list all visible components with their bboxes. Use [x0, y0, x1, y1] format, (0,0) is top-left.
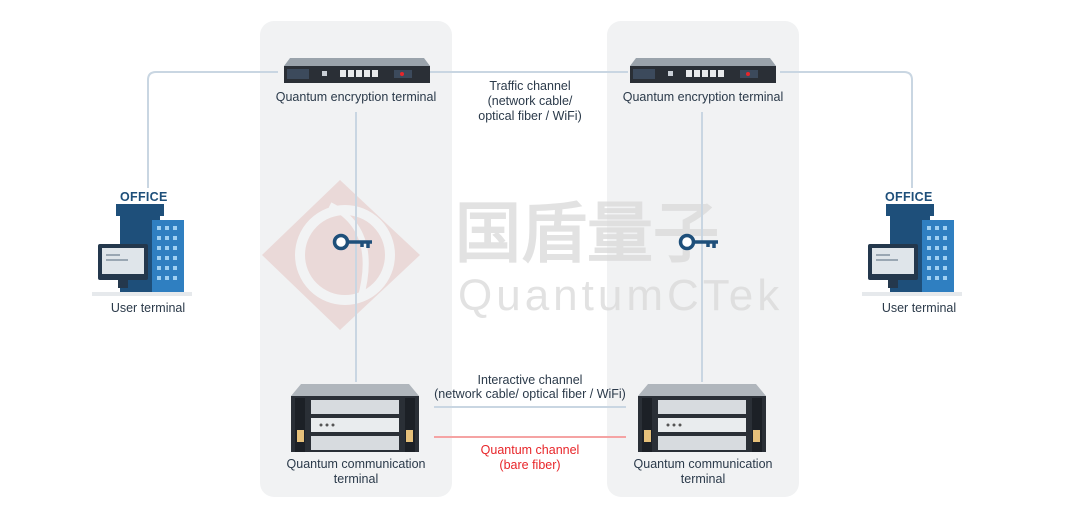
user-terminal-label-left: User terminal: [110, 301, 186, 315]
traffic-channel-label-line3: optical fiber / WiFi): [478, 109, 582, 123]
communication-terminal-label-left-line2: terminal: [333, 472, 379, 486]
encryption-terminal-label-right: Quantum encryption terminal: [622, 90, 784, 104]
link-right-encryption-to-user: [780, 71, 913, 188]
quantum-channel-label-line1: Quantum channel: [480, 443, 580, 457]
watermark-en: QuantumCTek: [458, 271, 783, 320]
key-icon-left: [332, 233, 372, 251]
communication-terminal-label-right-line2: terminal: [680, 472, 726, 486]
office-sign-right: OFFICE: [885, 190, 933, 204]
quantum-channel-label-line2: (bare fiber): [499, 458, 561, 472]
encryption-terminal-device-left: [284, 58, 430, 83]
communication-terminal-label-left-line1: Quantum communication: [286, 457, 426, 471]
link-left-user-to-encryption: [147, 71, 278, 188]
communication-terminal-label-right-line1: Quantum communication: [633, 457, 773, 471]
interactive-channel-label-line2: (network cable/ optical fiber / WiFi): [434, 387, 626, 401]
communication-terminal-device-right: [638, 384, 766, 452]
traffic-channel-label-line1: Traffic channel: [489, 79, 571, 93]
office-sign-left: OFFICE: [120, 190, 168, 204]
watermark-logo: [262, 180, 420, 330]
office-building-icon-right: [862, 204, 962, 296]
key-icon-right: [678, 233, 718, 251]
user-terminal-label-right: User terminal: [881, 301, 957, 315]
encryption-terminal-label-left: Quantum encryption terminal: [275, 90, 437, 104]
office-building-icon-left: [92, 204, 192, 296]
interactive-channel-label-line1: Interactive channel: [477, 373, 583, 387]
encryption-terminal-device-right: [630, 58, 776, 83]
watermark-cn: 国盾量子: [455, 196, 719, 270]
communication-terminal-device-left: [291, 384, 419, 452]
traffic-channel-label-line2: (network cable/: [487, 94, 573, 108]
